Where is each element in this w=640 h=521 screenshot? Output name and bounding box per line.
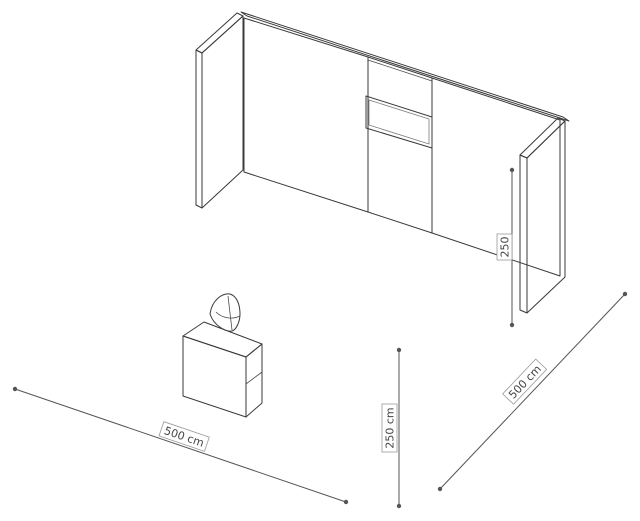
reception-counter (182, 321, 263, 418)
dimension-side-depth: 500 cm (437, 291, 628, 492)
right-wall-top-face (519, 117, 566, 159)
left-side-wall (195, 12, 244, 209)
dimension-label-side-depth: 500 cm (506, 363, 544, 402)
dimension-label-front-width: 500 cm (162, 424, 205, 450)
back-wall-top-edge (240, 11, 570, 122)
counter-front-face (182, 335, 247, 418)
back-wall-panel-right (431, 77, 561, 277)
counter-side-face (245, 343, 263, 418)
left-wall-top-face (195, 12, 244, 54)
stool-seat (209, 293, 241, 332)
center-panel-top-strip (367, 59, 433, 82)
counter-side-split (245, 371, 263, 385)
wall-screen-display (368, 99, 430, 145)
right-wall-edge-face (519, 154, 528, 314)
stool-back-line (227, 295, 233, 331)
dimension-back-height: 250 (496, 167, 515, 328)
dimension-front-height: 250 cm (381, 347, 402, 509)
wall-screen-frame (365, 95, 433, 149)
right-wall-front-face (526, 120, 566, 314)
right-side-wall (519, 117, 566, 314)
stool (209, 293, 241, 332)
dimension-label-back-height: 250 (499, 237, 512, 258)
left-wall-edge-face (195, 49, 203, 209)
back-wall-group (240, 11, 570, 277)
dimension-front-width: 500 cm (12, 386, 349, 505)
left-wall-front-face (201, 15, 244, 209)
dimension-label-front-height: 250 cm (384, 407, 397, 448)
stool-seat-rim (215, 311, 241, 319)
